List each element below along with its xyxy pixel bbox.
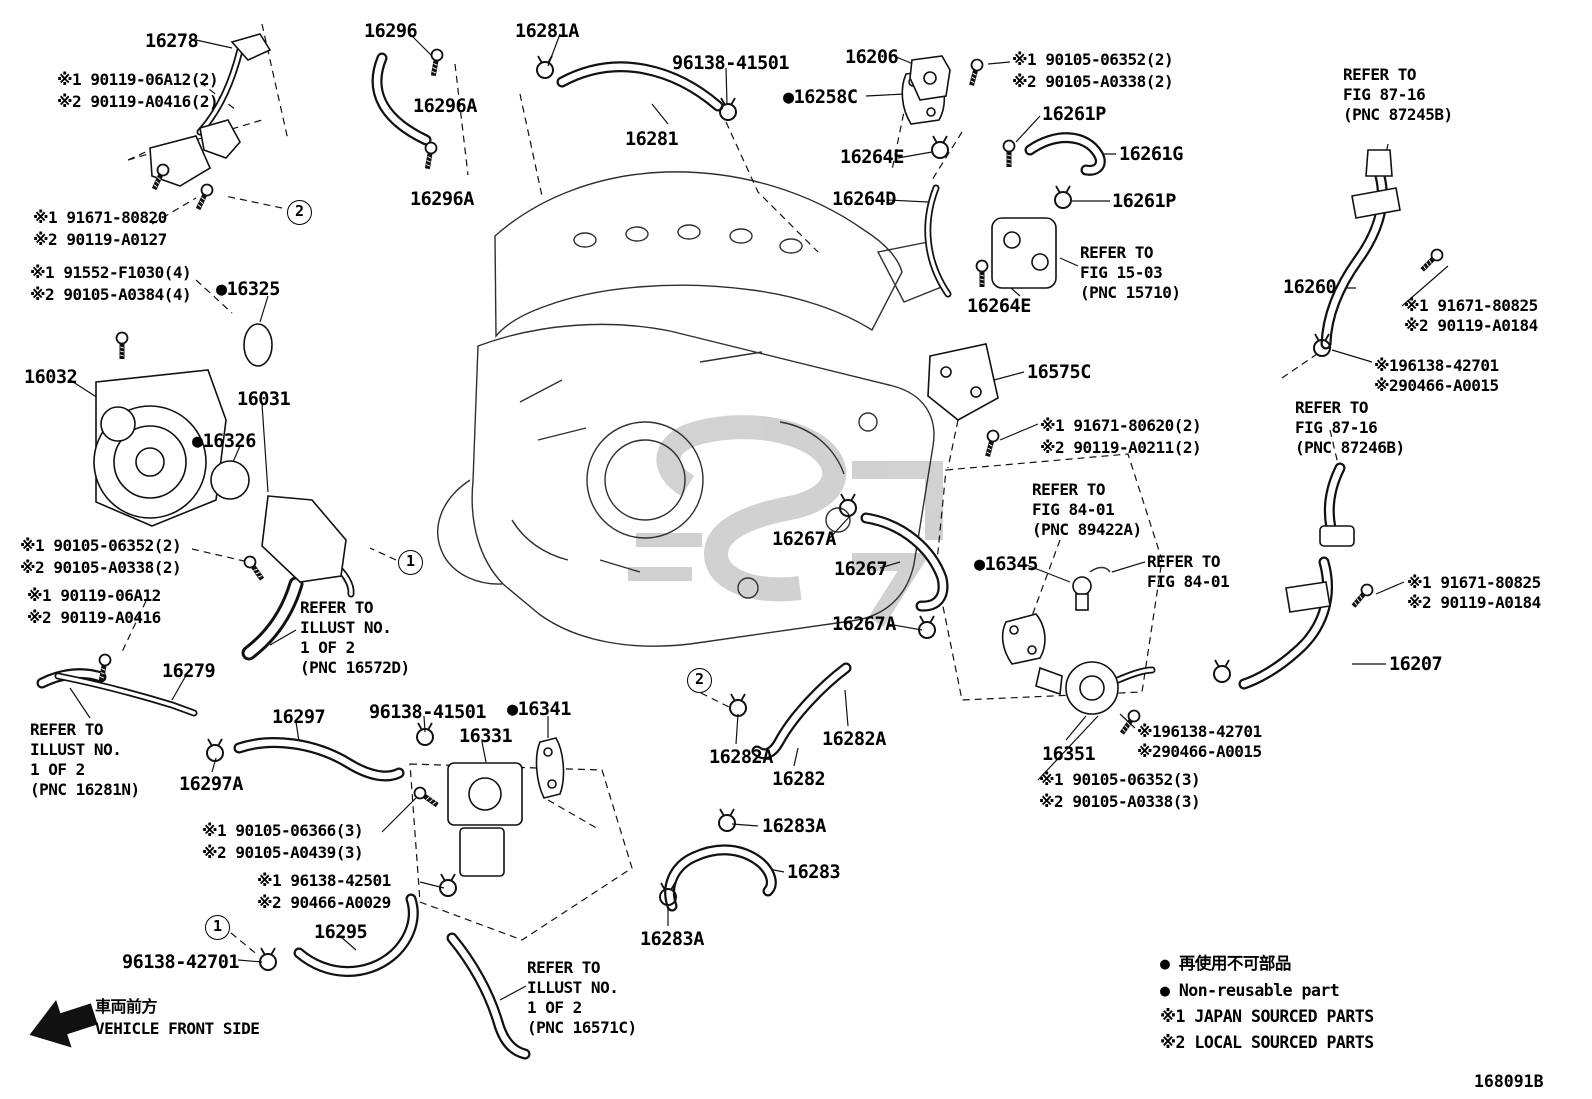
part-label[interactable]: ※1 91671-80820 <box>33 208 167 227</box>
legend-item: ● 再使用不可部品 <box>1160 954 1291 973</box>
part-label[interactable]: 16267A <box>772 529 836 550</box>
part-label[interactable]: ※1 91671-80825 <box>1404 296 1538 315</box>
front-marker-en: VEHICLE FRONT SIDE <box>95 1018 260 1038</box>
part-label[interactable]: 16031 <box>237 389 291 410</box>
part-label[interactable]: 16264D <box>832 189 896 210</box>
part-label[interactable]: ●16326 <box>192 431 256 452</box>
part-label[interactable]: ※2 90105-A0384(4) <box>30 285 192 304</box>
part-label[interactable]: 1 <box>205 915 230 940</box>
part-label[interactable]: ※1 91671-80825 <box>1407 573 1541 592</box>
part-label[interactable]: ※1 90119-06A12(2) <box>57 70 219 89</box>
part-label[interactable]: ※290466-A0015 <box>1137 742 1262 761</box>
part-label[interactable]: ※1 91552-F1030(4) <box>30 263 192 282</box>
front-marker-jp: 車両前方 <box>95 997 158 1016</box>
part-label[interactable]: 16278 <box>145 31 199 52</box>
part-label[interactable]: 16279 <box>162 661 216 682</box>
part-label[interactable]: ※1 90119-06A12 <box>27 586 161 605</box>
part-label[interactable]: ※2 90119-A0416(2) <box>57 92 219 111</box>
part-label[interactable]: 96138-41501 <box>369 702 487 723</box>
legend: ● 再使用不可部品 ● Non-reusable part ※1 JAPAN SOU… <box>1160 950 1374 1059</box>
part-label[interactable]: 16297A <box>179 774 243 795</box>
part-label[interactable]: 16297 <box>272 707 326 728</box>
doc-number: 168091B <box>1474 1072 1544 1091</box>
hoses <box>36 46 1388 1060</box>
part-label[interactable]: 16267A <box>832 614 896 635</box>
part-label[interactable]: 16295 <box>314 922 368 943</box>
part-label[interactable]: 1 <box>398 550 423 575</box>
part-label[interactable]: 16282A <box>709 747 773 768</box>
part-label[interactable]: 16296A <box>413 96 477 117</box>
front-marker: 車両前方 VEHICLE FRONT SIDE <box>95 996 260 1039</box>
part-label[interactable]: ※2 90105-A0439(3) <box>202 843 364 862</box>
part-label[interactable]: ※290466-A0015 <box>1374 376 1499 395</box>
part-label[interactable]: REFER TO ILLUST NO. 1 OF 2 (PNC 16281N) <box>30 720 140 799</box>
part-label[interactable]: ※2 90119-A0416 <box>27 608 161 627</box>
part-label[interactable]: 2 <box>287 200 312 225</box>
legend-item: ※1 JAPAN SOURCED PARTS <box>1160 1007 1374 1026</box>
part-label[interactable]: 16282 <box>772 769 826 790</box>
part-label[interactable]: 16351 <box>1042 744 1096 765</box>
part-label[interactable]: ※2 90119-A0184 <box>1404 316 1538 335</box>
part-label[interactable]: ※1 90105-06352(3) <box>1039 770 1201 789</box>
part-label[interactable]: REFER TO FIG 87-16 (PNC 87245B) <box>1343 65 1453 124</box>
part-label[interactable]: 16260 <box>1283 277 1337 298</box>
part-label[interactable]: 16267 <box>834 559 888 580</box>
part-label[interactable]: 16206 <box>845 47 899 68</box>
part-label[interactable]: 16032 <box>24 367 78 388</box>
part-label[interactable]: ※1 90105-06352(2) <box>20 536 182 555</box>
part-label[interactable]: 96138-41501 <box>672 53 790 74</box>
part-label[interactable]: REFER TO FIG 84-01 <box>1147 552 1230 591</box>
part-label[interactable]: ※2 90119-A0184 <box>1407 593 1541 612</box>
dashed-leader-lines <box>121 23 1389 957</box>
part-label[interactable]: ※196138-42701 <box>1137 722 1262 741</box>
part-label[interactable]: 16264E <box>967 296 1031 317</box>
part-label[interactable]: 16282A <box>822 729 886 750</box>
part-label[interactable]: ※2 90105-A0338(2) <box>1012 72 1174 91</box>
part-label[interactable]: 16261P <box>1112 191 1176 212</box>
part-label[interactable]: ●16345 <box>974 554 1038 575</box>
part-label[interactable]: 16207 <box>1389 654 1443 675</box>
part-label[interactable]: 16281 <box>625 129 679 150</box>
part-label[interactable]: 2 <box>687 668 712 693</box>
part-label[interactable]: ●16341 <box>507 699 571 720</box>
part-label[interactable]: REFER TO ILLUST NO. 1 OF 2 (PNC 16571C) <box>527 958 637 1037</box>
part-label[interactable]: ※1 96138-42501 <box>257 871 391 890</box>
part-label[interactable]: REFER TO FIG 15-03 (PNC 15710) <box>1080 243 1181 302</box>
legend-item: ● Non-reusable part <box>1160 981 1340 1000</box>
part-label[interactable]: 16296 <box>364 21 418 42</box>
part-label[interactable]: 16264E <box>840 147 904 168</box>
part-label[interactable]: 16283A <box>762 816 826 837</box>
part-label[interactable]: ※2 90119-A0127 <box>33 230 167 249</box>
part-label[interactable]: ※196138-42701 <box>1374 356 1499 375</box>
component-shapes <box>93 33 1401 877</box>
leader-lines <box>69 33 1449 1001</box>
part-label[interactable]: ※1 90105-06366(3) <box>202 821 364 840</box>
part-label[interactable]: ※2 90119-A0211(2) <box>1040 438 1202 457</box>
part-label[interactable]: ※2 90466-A0029 <box>257 893 391 912</box>
legend-item: ※2 LOCAL SOURCED PARTS <box>1160 1033 1374 1052</box>
part-label[interactable]: REFER TO ILLUST NO. 1 OF 2 (PNC 16572D) <box>300 598 410 677</box>
part-label[interactable]: 16261G <box>1119 144 1183 165</box>
dashed-region-bottom <box>409 763 633 941</box>
part-label[interactable]: REFER TO FIG 87-16 (PNC 87246B) <box>1295 398 1405 457</box>
part-label[interactable]: 16261P <box>1042 104 1106 125</box>
part-label[interactable]: 16296A <box>410 189 474 210</box>
part-label[interactable]: ※1 90105-06352(2) <box>1012 50 1174 69</box>
part-label[interactable]: 96138-42701 <box>122 952 240 973</box>
part-label[interactable]: ※2 90105-A0338(3) <box>1039 792 1201 811</box>
part-label[interactable]: 16283A <box>640 929 704 950</box>
front-arrow-icon <box>29 999 98 1048</box>
part-label[interactable]: REFER TO FIG 84-01 (PNC 89422A) <box>1032 480 1142 539</box>
part-label[interactable]: ※2 90105-A0338(2) <box>20 558 182 577</box>
part-label[interactable]: 16283 <box>787 862 841 883</box>
part-label[interactable]: ●16258C <box>783 87 858 108</box>
part-label[interactable]: ●16325 <box>216 279 280 300</box>
part-label[interactable]: 16331 <box>459 726 513 747</box>
part-label[interactable]: 16281A <box>515 21 579 42</box>
part-label[interactable]: ※1 91671-80620(2) <box>1040 416 1202 435</box>
part-label[interactable]: 16575C <box>1027 362 1091 383</box>
